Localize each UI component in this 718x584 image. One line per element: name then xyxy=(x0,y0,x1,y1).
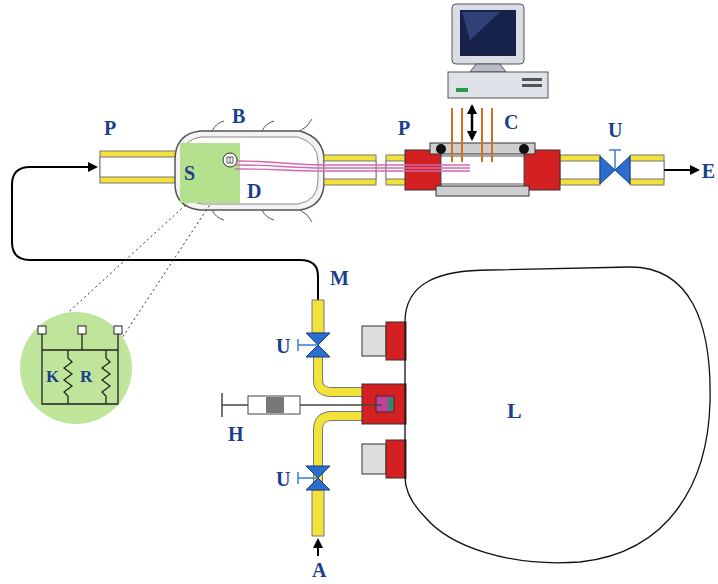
valve xyxy=(298,333,330,490)
sensor-wires xyxy=(240,161,470,171)
organ-drawing xyxy=(400,262,715,567)
syringe xyxy=(222,393,382,417)
tube xyxy=(100,151,178,183)
part-letter: L xyxy=(507,400,522,422)
part-letter: K xyxy=(46,368,59,385)
part-letter: D xyxy=(247,181,261,201)
data-link xyxy=(471,106,474,139)
part-letter: M xyxy=(330,268,349,288)
computer xyxy=(448,4,548,98)
part-letter: P xyxy=(398,118,410,138)
flow-line xyxy=(664,169,698,171)
part-letter: B xyxy=(232,106,245,126)
part-letter: E xyxy=(702,161,715,181)
sensor-plate: S xyxy=(180,143,240,203)
electrical-connector xyxy=(405,108,560,196)
inset-circle-drawing xyxy=(20,312,132,424)
part-letter: A xyxy=(312,560,326,580)
part-letter: S xyxy=(184,163,195,183)
part-letter: H xyxy=(228,424,244,444)
part-letter: U xyxy=(276,469,290,489)
tube xyxy=(324,155,664,185)
flow-line xyxy=(317,540,319,556)
part-letter: C xyxy=(504,112,518,132)
valve xyxy=(600,150,630,184)
part-letter: U xyxy=(608,120,622,140)
part-letter: P xyxy=(104,118,116,138)
organ: L xyxy=(400,262,715,567)
cannula-block xyxy=(362,322,406,478)
part-letter: R xyxy=(80,368,92,385)
inset-circle: KR xyxy=(20,312,132,424)
part-letter: U xyxy=(276,336,290,356)
